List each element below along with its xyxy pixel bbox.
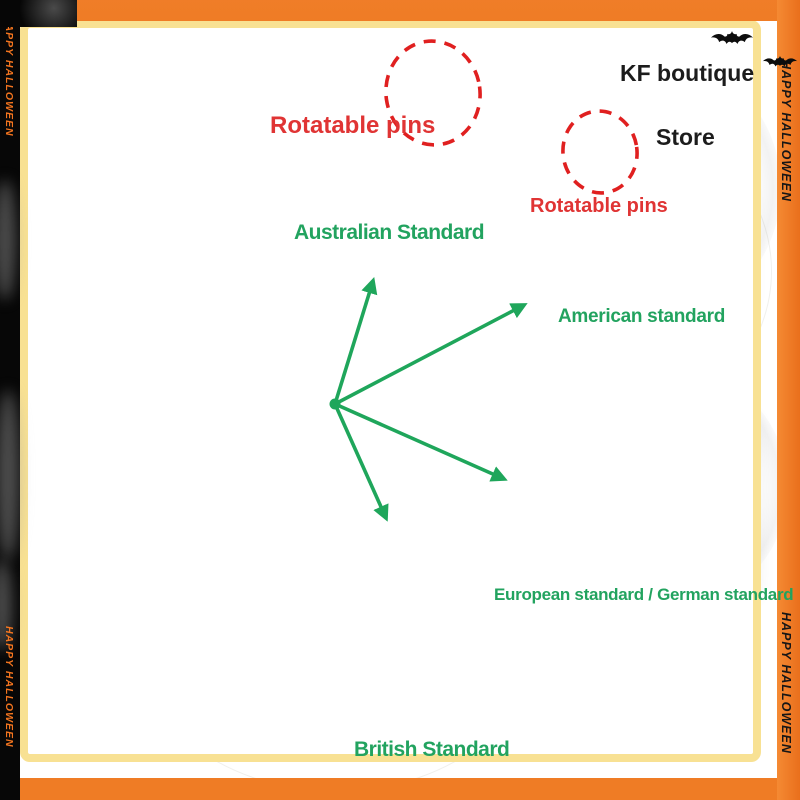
bat-icon (762, 56, 798, 67)
label-australian-standard: Australian Standard (294, 221, 485, 244)
halloween-text-left-bottom: HAPPY HALLOWEEN (3, 626, 15, 748)
smoke-texture (0, 180, 16, 300)
callout-rotatable-pins-right: Rotatable pins (530, 195, 668, 217)
label-american-standard: American standard (558, 306, 726, 327)
smoke-texture (0, 390, 20, 560)
halloween-text-right-bottom: HAPPY HALLOWEEN (779, 612, 793, 754)
label-european-standard: European standard / German standard (494, 585, 794, 604)
store-name-line1: KF boutique (620, 60, 755, 86)
frame-left-strip: HAPPY HALLOWEEN HAPPY HALLOWEEN (0, 0, 20, 800)
halloween-text-left-top: HAPPY HALLOWEEN (3, 15, 15, 137)
frame-corner-smoke (0, 0, 77, 27)
frame-right-strip: HAPPY HALLOWEEN HAPPY HALLOWEEN (777, 0, 800, 800)
label-british-standard: British Standard (354, 738, 510, 761)
smoke-texture (0, 560, 12, 650)
frame-top-bar (0, 0, 800, 21)
store-name-line2: Store (656, 124, 715, 150)
bat-icon (710, 31, 754, 44)
halloween-text-right-top: HAPPY HALLOWEEN (779, 60, 793, 202)
callout-rotatable-pins-top: Rotatable pins (270, 112, 436, 139)
frame-bottom-bar (0, 778, 800, 800)
